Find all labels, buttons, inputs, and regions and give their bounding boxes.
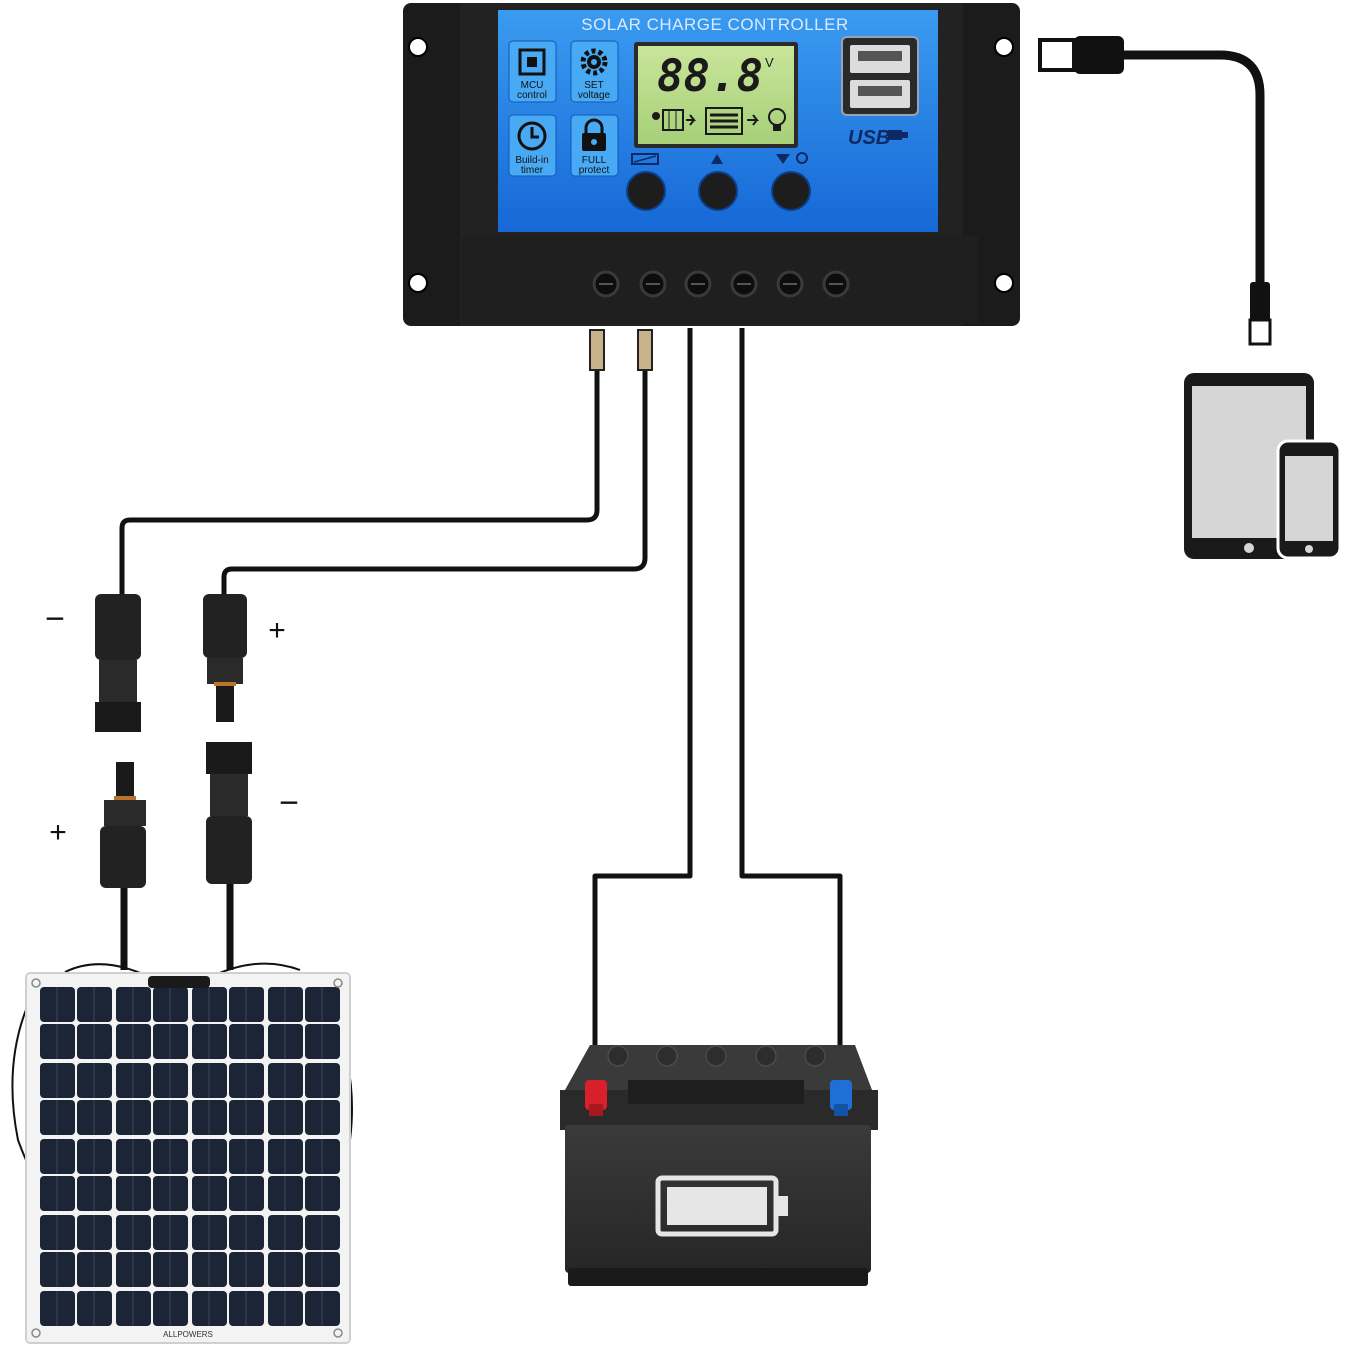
down-arrow-bulb-icon xyxy=(776,152,808,164)
polarity-sign-positive: + xyxy=(268,614,286,647)
wire-stubs xyxy=(589,329,653,371)
usb-c-plug xyxy=(1248,318,1272,346)
mounting-hole xyxy=(408,37,428,57)
usb-cable xyxy=(1038,36,1272,346)
mc4-connector-lower-right xyxy=(206,742,252,884)
feature-line2: control xyxy=(517,90,547,101)
battery-icon xyxy=(705,107,743,135)
feature-line2: timer xyxy=(521,165,544,176)
battery-mode-icon xyxy=(631,153,659,165)
panel-icon xyxy=(662,109,684,131)
arrow-right-icon xyxy=(747,114,760,126)
polarity-sign-negative: − xyxy=(279,784,299,822)
sun-icon xyxy=(652,112,660,120)
panel-brand: ALLPOWERS xyxy=(163,1330,213,1339)
mc4-connector-upper-right xyxy=(203,594,247,722)
mounting-hole xyxy=(994,37,1014,57)
usb-plug-icon xyxy=(888,130,908,140)
usb-label: USB xyxy=(848,127,890,149)
feature-line1: FULL xyxy=(582,155,607,166)
negative-terminal xyxy=(830,1080,852,1116)
mc4-connector-lower-left xyxy=(100,762,146,888)
lcd-flow-icons xyxy=(652,107,786,135)
lcd-voltage-reading: 88.8 xyxy=(657,51,763,102)
up-arrow-icon xyxy=(711,154,723,164)
mounting-hole xyxy=(994,273,1014,293)
battery-wires xyxy=(592,328,843,1085)
polarity-sign-negative: − xyxy=(45,600,65,638)
feature-protect: FULL protect xyxy=(570,114,619,177)
phone-icon xyxy=(1276,439,1342,560)
lock-icon xyxy=(582,118,606,151)
feature-line1: SET xyxy=(584,80,603,91)
polarity-sign-positive: + xyxy=(49,816,67,849)
clock-icon xyxy=(517,121,547,151)
gear-icon xyxy=(580,48,608,76)
chip-icon xyxy=(518,48,546,76)
up-button[interactable] xyxy=(698,171,738,211)
panel-cells xyxy=(38,985,342,1327)
feature-line2: voltage xyxy=(578,90,611,101)
terminal-block xyxy=(461,236,978,324)
positive-terminal xyxy=(585,1080,607,1116)
usb-a-plug xyxy=(1038,38,1076,72)
feature-timer: Build-in timer xyxy=(508,114,557,177)
feature-line1: MCU xyxy=(521,80,544,91)
menu-button[interactable] xyxy=(626,171,666,211)
feature-line2: protect xyxy=(579,165,610,176)
lcd-display: 88.8 V xyxy=(634,42,798,148)
junction-box xyxy=(148,976,210,988)
solar-panel: ALLPOWERS xyxy=(11,962,353,1344)
usb-ports: USB xyxy=(841,36,919,149)
arrow-right-icon xyxy=(686,114,697,126)
feature-set-voltage: SET voltage xyxy=(570,40,619,103)
feature-line1: Build-in xyxy=(515,155,548,166)
battery xyxy=(560,1045,878,1286)
down-button[interactable] xyxy=(771,171,811,211)
lcd-voltage-unit: V xyxy=(765,55,774,70)
charge-controller: SOLAR CHARGE CONTROLLER MCU control SET … xyxy=(403,3,1020,326)
mounting-hole xyxy=(408,273,428,293)
solar-input-wires xyxy=(119,345,648,600)
battery-charge-icon xyxy=(655,1175,788,1237)
feature-mcu: MCU control xyxy=(508,40,557,103)
controller-title: SOLAR CHARGE CONTROLLER xyxy=(581,15,849,34)
mc4-connector-upper-left xyxy=(95,594,141,732)
